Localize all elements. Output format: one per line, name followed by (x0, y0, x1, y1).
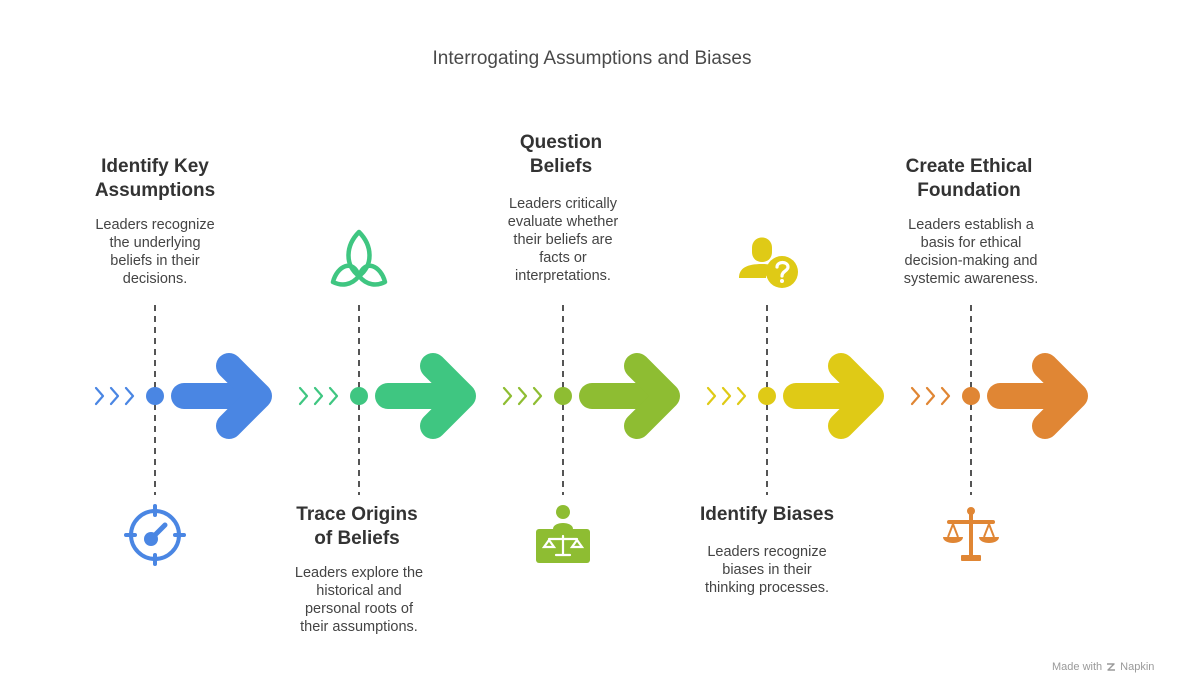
balance-scale-icon (943, 507, 999, 561)
step-5-description: Leaders establish a basis for ethical de… (886, 216, 1056, 288)
step-1-heading-line-2: Assumptions (94, 180, 216, 201)
step-2-desc-line: personal roots of (304, 601, 413, 617)
target-icon (124, 504, 186, 566)
step-3-heading-line-1: Question (519, 132, 603, 153)
step-3-desc-line: interpretations. (515, 268, 611, 284)
person-question-icon (739, 237, 798, 288)
step-3-desc-line: evaluate whether (507, 214, 619, 230)
step-4-heading: Identify Biases (667, 503, 867, 527)
step-2-desc-line: Leaders explore the (294, 565, 424, 581)
step-2-heading: Trace Origins of Beliefs (257, 503, 457, 551)
triquetra-icon (330, 229, 388, 287)
step-2-connector (298, 305, 476, 495)
step-4-desc-line: Leaders recognize (707, 544, 827, 560)
step-3-desc-line: Leaders critically (509, 196, 617, 212)
napkin-brand-label: Napkin (1120, 661, 1155, 673)
diagram-title: Interrogating Assumptions and Biases (432, 48, 752, 69)
step-1-desc-line: Leaders recognize (95, 217, 215, 233)
step-2-desc-line: historical and (316, 583, 402, 599)
step-4-desc-line: thinking processes. (704, 580, 830, 596)
step-3-desc-line: their beliefs are (513, 232, 613, 248)
step-5-heading-line-2: Foundation (917, 180, 1021, 201)
step-1-desc-line: the underlying (109, 235, 201, 251)
step-2-heading-line-2: of Beliefs (314, 528, 400, 549)
step-3-heading-line-2: Beliefs (529, 156, 593, 177)
step-4-connector (706, 305, 884, 495)
step-1-desc-line: decisions. (122, 271, 188, 287)
step-5-desc-line: basis for ethical (920, 235, 1022, 251)
step-3-desc-line: facts or (539, 250, 587, 266)
step-3-connector (502, 305, 680, 495)
step-5-desc-line: systemic awareness. (903, 271, 1039, 287)
footer-credit: Made with Napkin (1052, 661, 1154, 673)
judge-scales-icon (536, 505, 590, 563)
step-1-heading: Identify Key Assumptions (55, 155, 255, 203)
step-4-desc-line: biases in their (722, 562, 812, 578)
step-5-connector (910, 305, 1088, 495)
step-1-connector (94, 305, 272, 495)
step-2-heading-line-1: Trace Origins (296, 504, 418, 525)
step-2-description: Leaders explore the historical and perso… (274, 564, 444, 636)
step-5-desc-line: decision-making and (904, 253, 1038, 269)
step-2-desc-line: their assumptions. (300, 619, 418, 635)
made-with-label: Made with (1052, 661, 1103, 673)
step-1-description: Leaders recognize the underlying beliefs… (70, 216, 240, 288)
step-1-heading-line-1: Identify Key (101, 156, 209, 177)
step-3-heading: Question Beliefs (461, 131, 661, 179)
step-5-desc-line: Leaders establish a (908, 217, 1034, 233)
step-1-desc-line: beliefs in their (110, 253, 200, 269)
step-5-heading-line-1: Create Ethical (905, 156, 1033, 177)
napkin-logo-icon (1107, 663, 1116, 671)
step-3-description: Leaders critically evaluate whether thei… (478, 195, 648, 285)
step-4-heading-line-1: Identify Biases (699, 504, 835, 525)
step-5-heading: Create Ethical Foundation (869, 155, 1069, 203)
step-4-description: Leaders recognize biases in their thinki… (682, 543, 852, 597)
